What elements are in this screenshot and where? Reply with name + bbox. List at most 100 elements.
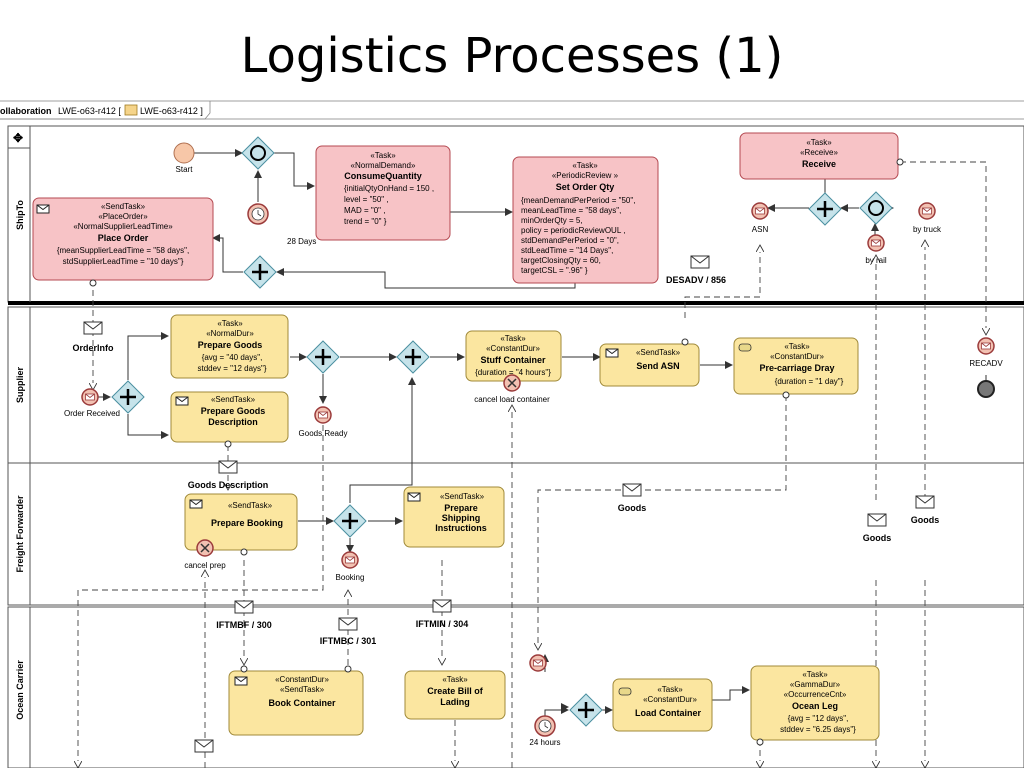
timer-event[interactable] <box>247 203 269 225</box>
diagram-text: targetCSL = ".96" } <box>521 266 588 275</box>
stuff-container-task[interactable]: «Task» «ConstantDur» Stuff Container {du… <box>465 330 562 382</box>
diagram-text: {meanSupplierLeadTime = "58 days", <box>57 246 189 255</box>
send-task-icon <box>605 348 619 358</box>
diagram-text: trend = "0" } <box>344 217 387 226</box>
send-task-icon <box>175 396 189 406</box>
send-task-icon <box>407 492 421 502</box>
diagram-text: Instructions <box>435 523 487 533</box>
lane-shipto: ShipTo <box>15 200 25 230</box>
goods-label-3: Goods <box>911 515 940 525</box>
diagram-text: «GammaDur» <box>790 680 841 689</box>
diagram-text: stddev = "12 days"} <box>197 364 266 373</box>
set-order-qty-task[interactable]: «Task» «PeriodicReview » Set Order Qty {… <box>512 156 659 284</box>
lane-ocean-carrier: Ocean Carrier <box>15 660 25 720</box>
prepare-shipping-instructions-task[interactable]: «SendTask» Prepare Shipping Instructions <box>403 486 505 548</box>
diagram-text: {duration = "4 hours"} <box>475 368 551 377</box>
parallel-gateway-freight[interactable] <box>333 504 367 538</box>
lane-borders <box>7 125 1024 768</box>
diagram-text: stddev = "6.25 days"} <box>780 725 856 734</box>
parallel-gateway-supplier-2[interactable] <box>306 340 340 374</box>
goods-label-2: Goods <box>863 533 892 543</box>
diagram-text: Set Order Qty <box>556 182 615 192</box>
parallel-gateway-supplier-1[interactable] <box>111 380 145 414</box>
diagram-text: «Task» <box>370 151 396 160</box>
diagram-text: «ConstantDur» <box>643 695 697 704</box>
diagram-text: Stuff Container <box>481 355 546 365</box>
receive-task[interactable]: «Task» «Receive» Receive <box>739 132 899 180</box>
prepare-goods-task[interactable]: «Task» «NormalDur» Prepare Goods {avg = … <box>170 314 289 379</box>
start-label: Start <box>176 165 194 174</box>
diagram-text: «SendTask» <box>280 685 325 694</box>
diagram-text: MAD = "0" , <box>344 206 385 215</box>
desadv-label: DESADV / 856 <box>666 275 726 285</box>
collaboration-frame: ollaboration LWE-o63-r412 [ LWE-o63-r412… <box>0 100 1024 120</box>
diagram-text: «Task» <box>572 161 598 170</box>
goods-arrival-event <box>529 654 547 672</box>
diagram-text: Prepare <box>444 503 478 513</box>
timer-24h-event[interactable] <box>534 715 556 737</box>
goods-description-label: Goods Description <box>188 480 269 490</box>
diagram-text: Pre-carriage Dray <box>759 363 834 373</box>
diagram-text: {avg = "12 days", <box>788 714 849 723</box>
diagram-text: targetClosingQty = 60, <box>521 256 601 265</box>
load-container-task[interactable]: «Task» «ConstantDur» Load Container <box>612 678 713 732</box>
start-event[interactable] <box>173 142 195 164</box>
diagram-text: Prepare Goods <box>198 340 263 350</box>
task-type-icon <box>618 687 632 696</box>
diagram-text: stdSupplierLeadTime = "10 days"} <box>63 257 184 266</box>
asn-label: ASN <box>752 225 769 234</box>
desadv-message-icon <box>690 255 710 269</box>
consume-quantity-task[interactable]: «Task» «NormalDemand» ConsumeQuantity {i… <box>315 145 451 241</box>
end-event[interactable] <box>977 380 995 398</box>
diagram-text: «Task» <box>806 138 832 147</box>
parallel-gateway-ocean[interactable] <box>569 693 603 727</box>
parallel-gateway-supplier-3[interactable] <box>396 340 430 374</box>
cancel-prep-event[interactable] <box>196 539 214 557</box>
create-bill-of-lading-task[interactable]: «Task» Create Bill of Lading <box>404 670 506 720</box>
exclusive-merge-gateway[interactable] <box>859 191 893 225</box>
diagram-text: minOrderQty = 5, <box>521 216 583 225</box>
diagram-text: Lading <box>440 697 470 707</box>
diagram-text: Create Bill of <box>427 686 484 696</box>
diagram-text: «ConstantDur» <box>486 344 540 353</box>
diagram-text: Shipping <box>442 513 481 523</box>
iftmbf-label: IFTMBF / 300 <box>216 620 272 630</box>
diagram-text: Description <box>208 417 258 427</box>
by-rail-label: by rail <box>865 256 887 265</box>
diagram-text: «NormalDur» <box>206 329 254 338</box>
send-task-icon <box>234 676 248 686</box>
parallel-gateway-receive[interactable] <box>808 192 842 226</box>
book-container-task[interactable]: «ConstantDur» «SendTask» Book Container <box>228 670 364 736</box>
sequence-flows <box>98 149 990 718</box>
diagram-text: Load Container <box>635 708 701 718</box>
parallel-gateway-shipto[interactable] <box>243 255 277 289</box>
prepare-goods-description-task[interactable]: «SendTask» Prepare Goods Description <box>170 391 289 443</box>
diagram-text: stdLeadTime = "14 Days", <box>521 246 613 255</box>
diagram-text: ConsumeQuantity <box>344 171 422 181</box>
place-order-task[interactable]: «SendTask» «PlaceOrder» «NormalSupplierL… <box>32 197 214 281</box>
diagram-text: Prepare Goods <box>201 406 266 416</box>
order-received-event <box>81 388 99 406</box>
prepare-booking-task[interactable]: «SendTask» Prepare Booking <box>184 493 298 551</box>
goods-label-1: Goods <box>618 503 647 513</box>
frame-label: ollaboration <box>0 106 52 116</box>
diagram-text: «Task» <box>500 334 526 343</box>
diagram-text: «Task» <box>217 319 243 328</box>
task-type-icon <box>738 343 752 352</box>
merge-gateway[interactable] <box>241 136 275 170</box>
booking-message-event <box>341 551 359 569</box>
diagram-text: {initialQtyOnHand = 150 , <box>344 184 434 193</box>
pre-carriage-dray-task[interactable]: «Task» «ConstantDur» Pre-carriage Dray {… <box>733 337 859 395</box>
diagram-text: «Task» <box>802 670 828 679</box>
send-asn-task[interactable]: «SendTask» Send ASN <box>599 343 700 387</box>
ocean-leg-task[interactable]: «Task» «GammaDur» «OccurrenceCnt» Ocean … <box>750 665 880 741</box>
cancel-load-event[interactable] <box>503 374 521 392</box>
diagram-text: {duration = "1 day"} <box>775 377 844 386</box>
asn-message-event <box>751 202 769 220</box>
frame-ref: LWE-o63-r412 [ <box>58 106 121 116</box>
goods-description-message-icon <box>218 460 238 474</box>
iftmin-message-icon <box>432 599 452 613</box>
diagram-icon <box>124 104 138 116</box>
by-truck-label: by truck <box>913 225 942 234</box>
